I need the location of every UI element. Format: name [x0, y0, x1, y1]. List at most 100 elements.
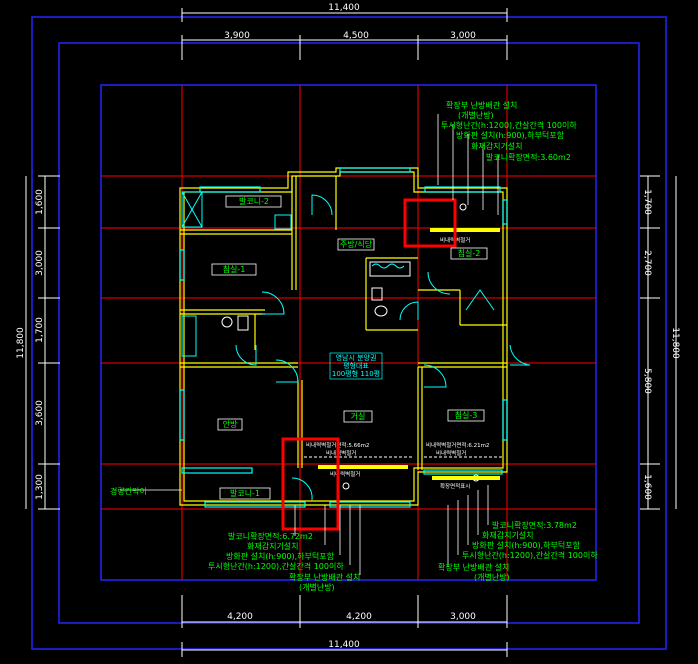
door-bath-2: [399, 301, 419, 321]
anno-tr-2: (개별난방): [458, 110, 494, 120]
dim-top-total: 11,400: [328, 3, 360, 13]
anno-bl-2: 화재감지기설치: [247, 541, 299, 551]
dim-top-seg-3: 3,000: [450, 31, 476, 41]
door-kitchen: [311, 194, 333, 216]
highlight-bottom: [281, 437, 340, 531]
anno-br-6: (개별난방): [474, 572, 510, 582]
room-master-bedroom: 안방: [223, 419, 238, 429]
toilet-bath-2: [221, 316, 233, 328]
bar-bedroom-2: [430, 228, 500, 232]
anno-bl-5: 확장부 난방배관 설치: [289, 572, 360, 582]
dim-left-total: 11,800: [16, 327, 26, 359]
room-living: 거실: [351, 411, 366, 421]
window-balcony-1: [204, 501, 306, 508]
door-bedroom-3-right: [509, 344, 531, 366]
window-right-1: [502, 199, 508, 225]
door-bedroom-3: [423, 364, 447, 388]
window-balcony-2: [199, 186, 261, 193]
room-label-boxes: [211, 195, 488, 500]
windows: [179, 167, 508, 508]
door-closet: [465, 289, 495, 311]
note-balcony-bar-right: 확장면적표시: [440, 482, 470, 490]
laundry-area: [181, 191, 203, 228]
door-bath: [235, 344, 257, 366]
anno-bl-3: 방화판 설치(h:900),하부턱포함: [226, 551, 335, 561]
dim-bottom-total: 11,400: [328, 640, 360, 650]
annotation-left: 경량칸막이: [110, 486, 147, 496]
detector-balcony-1: [342, 482, 350, 490]
center-note: 영남시 분양권 평형대표 100평형 110평: [329, 352, 383, 380]
dim-left-seg-3: 1,700: [35, 317, 45, 343]
anno-tr-5: 화재감지기설치: [471, 141, 523, 151]
anno-bl-1: 발코니확장면적:6.72m2: [228, 531, 313, 541]
sink-bath-2: [237, 315, 249, 331]
window-master-side: [179, 389, 185, 441]
sink-bath-1: [371, 287, 383, 301]
dim-right-seg-4: 1,600: [642, 474, 652, 500]
window-living: [329, 501, 411, 508]
dim-right-seg-1: 1,700: [642, 189, 652, 215]
center-note-line-2: 평형대표: [343, 361, 369, 370]
bar-bedroom-3: [432, 476, 500, 480]
highlight-boxes: [281, 198, 457, 531]
room-bedroom-2: 침실-2: [458, 248, 481, 258]
room-kitchen: 주방/식당: [340, 239, 373, 249]
anno-br-3: 방화판 설치(h:900),하부턱포함: [472, 540, 581, 550]
dimension-lines: [25, 8, 677, 657]
window-bedroom-2: [424, 186, 501, 193]
dim-right-seg-2: 2,700: [642, 250, 652, 276]
dimension-side-texts: 1,600 3,000 1,700 3,600 1,300 11,800 1,7…: [16, 189, 680, 500]
toilet-bath-1: [374, 305, 388, 317]
leader-lines: [120, 114, 499, 575]
walls: [179, 167, 508, 506]
center-note-line-3: 100평형 110평: [332, 369, 380, 378]
annotations-bottom-right: 발코니확장면적:3.78m2 화재감지기설치 방화판 설치(h:900),하부턱…: [438, 520, 598, 582]
middle-frame: [58, 42, 640, 624]
annotations-bottom-left: 발코니확장면적:6.72m2 화재감지기설치 방화판 설치(h:900),하부턱…: [208, 531, 360, 592]
dim-left-seg-2: 3,000: [35, 250, 45, 276]
anno-br-5: 확장부 난방배관 설치: [438, 562, 509, 572]
dim-right-total: 11,800: [670, 327, 680, 359]
anno-tr-6: 발코니확장면적:3.60m2: [486, 152, 571, 162]
note-living-bar-2: 비내력벽철거: [326, 449, 356, 457]
drawing-frames: [31, 16, 667, 650]
anno-left-partition: 경량칸막이: [110, 486, 147, 496]
dim-bottom-seg-1: 4,200: [227, 612, 253, 622]
dim-top-seg-1: 3,900: [224, 31, 250, 41]
center-note-line-1: 영남시 분양권: [336, 353, 377, 362]
door-bedroom-1: [261, 291, 285, 315]
closet-strip: [181, 315, 197, 357]
anno-bl-4: 투시형난간(h:1200),간살간격 100이하: [208, 561, 344, 571]
room-labels: 발코니-2 침실-1 주방/식당 침실-2 안방 거실 침실-3 발코니-1: [223, 196, 481, 498]
anno-tr-3: 투시형난간(h:1200),간살간격 100이하: [441, 120, 577, 130]
window-bedroom-1-side: [179, 249, 185, 281]
anno-tr-1: 확장부 난방배관 설치: [446, 100, 517, 110]
inner-frame: [100, 84, 597, 581]
door-bedroom-2: [427, 271, 451, 295]
room-bedroom-1: 침실-1: [223, 264, 246, 274]
dim-top-seg-2: 4,500: [343, 31, 369, 41]
annotations-top-right: 확장부 난방배관 설치 (개별난방) 투시형난간(h:1200),간살간격 10…: [441, 100, 577, 162]
note-bed3-bar-1: 비내력벽철거면적:6.21m2: [426, 441, 489, 449]
door-balcony-1: [291, 477, 313, 501]
window-right-2: [502, 399, 508, 441]
window-kitchen: [339, 167, 411, 173]
note-balcony-bar-left: 비내력벽철거: [330, 470, 360, 478]
bar-living: [318, 465, 408, 469]
anno-br-4: 투시형난간(h:1200),간살간격 100이하: [462, 550, 598, 560]
dimension-texts: 11,400 3,900 4,500 3,000 4,200 4,200 3,0…: [224, 3, 476, 650]
dim-left-seg-4: 3,600: [35, 400, 45, 426]
window-master-balcony: [181, 467, 253, 474]
storage-box: [274, 214, 292, 230]
dim-left-seg-1: 1,600: [35, 189, 45, 215]
bathtub: [369, 261, 411, 277]
dim-bottom-seg-3: 3,000: [450, 612, 476, 622]
door-master: [275, 359, 299, 383]
outer-frame: [31, 16, 667, 650]
room-balcony-1: 발코니-1: [230, 488, 260, 498]
highlight-top-right: [403, 198, 457, 248]
dim-right-seg-3: 5,800: [642, 368, 652, 394]
dim-bottom-seg-2: 4,200: [346, 612, 372, 622]
